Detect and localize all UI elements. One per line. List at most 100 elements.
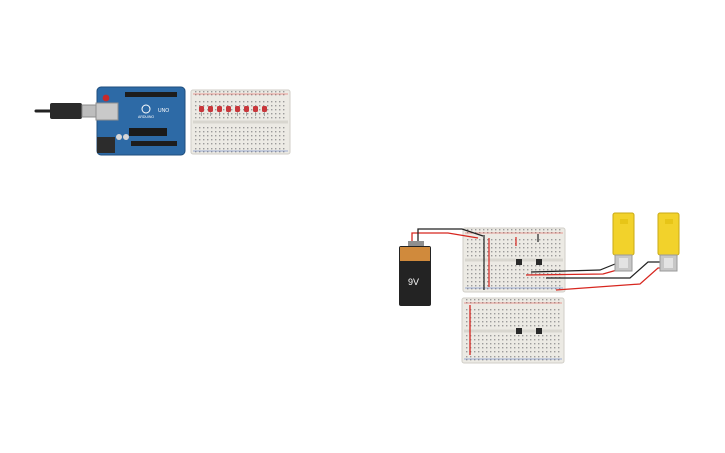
- push-button[interactable]: [536, 259, 542, 265]
- led[interactable]: [208, 106, 213, 112]
- breadboard-hole: [474, 309, 476, 311]
- breadboard-hole: [542, 339, 544, 341]
- dc-motor-1[interactable]: [612, 212, 635, 272]
- led-row[interactable]: [199, 106, 267, 116]
- breadboard-hole: [490, 351, 492, 353]
- breadboard-hole: [215, 117, 217, 119]
- breadboard-hole: [506, 325, 508, 327]
- led[interactable]: [199, 106, 204, 112]
- breadboard-hole: [207, 113, 209, 115]
- led[interactable]: [253, 106, 258, 112]
- breadboard-hole: [511, 277, 513, 279]
- breadboard-hole: [514, 351, 516, 353]
- breadboard-hole: [538, 351, 540, 353]
- led[interactable]: [262, 106, 267, 112]
- breadboard-hole: [470, 339, 472, 341]
- breadboard-hole: [235, 105, 237, 107]
- reset-button[interactable]: [102, 94, 110, 102]
- breadboard-hole: [243, 143, 245, 145]
- led[interactable]: [235, 106, 240, 112]
- black-wire-battery[interactable]: [417, 228, 484, 243]
- breadboard-hole: [195, 91, 197, 93]
- breadboard-hole: [283, 109, 285, 111]
- breadboard-hole: [519, 285, 521, 287]
- breadboard-hole: [271, 127, 273, 129]
- breadboard-hole: [195, 101, 197, 103]
- breadboard-hole: [239, 131, 241, 133]
- red-wire-motor1[interactable]: [525, 269, 618, 276]
- arduino-uno-board[interactable]: UNO ARDUINO: [95, 86, 186, 156]
- breadboard-hole: [227, 131, 229, 133]
- breadboard-hole: [486, 339, 488, 341]
- breadboard-hole: [478, 317, 480, 319]
- breadboard-hole: [203, 91, 205, 93]
- led[interactable]: [244, 106, 249, 112]
- red-wire-battery[interactable]: [411, 232, 479, 243]
- breadboard-hole: [551, 239, 553, 241]
- breadboard-hole: [251, 91, 253, 93]
- breadboard-hole: [510, 321, 512, 323]
- breadboard-hole: [530, 299, 532, 301]
- push-button[interactable]: [536, 328, 542, 334]
- breadboard-hole: [283, 151, 285, 153]
- usb-cable[interactable]: [34, 103, 99, 119]
- breadboard-hole: [506, 351, 508, 353]
- breadboard-hole: [251, 101, 253, 103]
- breadboard-hole: [551, 288, 553, 290]
- breadboard-hole: [518, 317, 520, 319]
- breadboard-hole: [231, 94, 233, 96]
- breadboard-hole: [195, 135, 197, 137]
- breadboard-hole: [503, 251, 505, 253]
- breadboard-main[interactable]: [462, 227, 566, 293]
- breadboard-hole: [467, 251, 469, 253]
- push-button[interactable]: [516, 328, 522, 334]
- breadboard-hole: [523, 243, 525, 245]
- breadboard-hole: [494, 339, 496, 341]
- breadboard-hole: [507, 288, 509, 290]
- breadboard-hole: [467, 255, 469, 257]
- breadboard-hole: [511, 255, 513, 257]
- breadboard-hole: [235, 151, 237, 153]
- breadboard-hole: [279, 117, 281, 119]
- breadboard-hole: [466, 321, 468, 323]
- breadboard-hole: [255, 131, 257, 133]
- breadboard-hole: [478, 325, 480, 327]
- led[interactable]: [226, 106, 231, 112]
- breadboard-hole: [279, 109, 281, 111]
- breadboard-hole: [219, 117, 221, 119]
- breadboard-hole: [507, 273, 509, 275]
- breadboard-hole: [475, 251, 477, 253]
- breadboard-hole: [211, 127, 213, 129]
- breadboard-hole: [259, 109, 261, 111]
- breadboard-hole: [547, 281, 549, 283]
- breadboard-hole: [227, 101, 229, 103]
- led[interactable]: [217, 106, 222, 112]
- black-wire-motor1[interactable]: [530, 263, 616, 273]
- breadboard-hole: [499, 273, 501, 275]
- breadboard-hole: [490, 309, 492, 311]
- breadboard-hole: [199, 94, 201, 96]
- wires[interactable]: [411, 228, 662, 291]
- breadboard-hole: [522, 313, 524, 315]
- breadboard-hole: [207, 94, 209, 96]
- breadboard-hole: [467, 247, 469, 249]
- breadboard-secondary[interactable]: [461, 297, 565, 364]
- breadboard-hole: [259, 151, 261, 153]
- dc-motor-2[interactable]: [657, 212, 680, 272]
- breadboard-hole: [267, 113, 269, 115]
- black-wire-motor2[interactable]: [546, 261, 662, 279]
- breadboard-hole: [479, 229, 481, 231]
- breadboard-small[interactable]: [190, 89, 291, 155]
- breadboard-hole: [255, 151, 257, 153]
- breadboard-hole: [495, 229, 497, 231]
- breadboard-hole: [486, 317, 488, 319]
- breadboard-hole: [215, 91, 217, 93]
- push-button[interactable]: [516, 259, 522, 265]
- breadboard-hole: [518, 347, 520, 349]
- breadboard-hole: [243, 94, 245, 96]
- breadboard-hole: [530, 325, 532, 327]
- battery-9v[interactable]: 9V: [399, 241, 431, 306]
- breadboard-hole: [231, 113, 233, 115]
- breadboard-hole: [518, 343, 520, 345]
